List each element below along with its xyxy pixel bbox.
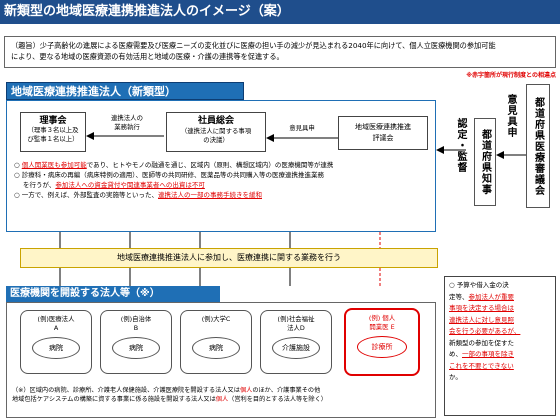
side-note-line7-a: め、	[449, 350, 462, 358]
org-e-label1: (例) 個人	[368, 314, 396, 322]
governor-box: 都道府県知事	[474, 118, 496, 206]
side-note-line8: これを不要とできない	[449, 361, 514, 370]
org-c-label2	[181, 324, 251, 333]
opinion-right-arrow-icon	[496, 151, 526, 159]
org-e-facility: 診療所	[357, 336, 407, 358]
corp-section-header: 地域医療連携推進法人（新類型）	[6, 82, 244, 100]
side-note-line1: ○ 予算や借入金の決	[449, 281, 509, 289]
org-a: (例)医療法人 A 病院	[20, 310, 92, 374]
footnote-line2: 地域包括ケアシステムの構築に資する事業に係る施設を開設する法人又は個人（営利を目…	[12, 395, 432, 404]
bullet-1-red: 個人開業医も参加可能	[21, 161, 87, 169]
connector-arrows	[59, 232, 381, 248]
opinion-label-right: 意見具申	[505, 94, 516, 138]
governor-label: 都道府県知事	[479, 129, 491, 195]
side-note-line6: 新類型の参加を促すた	[449, 338, 514, 347]
committee-line1: 地域医療連携推進	[355, 123, 411, 131]
exec-label-2: 業務執行	[114, 122, 140, 131]
bullet-3: ○ 一方で、例えば、外部監査の実施等といった、連携法人の一部の事務手続きを緩和	[14, 191, 262, 199]
bullet-2: ○ 診療科・病床の再編（病床特例の適用）、医師等の共同研修、医薬品等の共同購入等…	[14, 171, 324, 179]
org-c: (例)大学C 病院	[180, 310, 252, 374]
side-note-line9: か。	[449, 373, 462, 381]
footnote-b: 個人	[239, 387, 253, 394]
org-d-facility: 介護施設	[272, 337, 320, 359]
side-note-line5: 会を行う必要があるが、	[449, 327, 521, 335]
board-box: 理事会 （理事３名以上及 び監事１名以上）	[20, 112, 86, 152]
side-note-line2: 定等、参加法人が重要	[449, 292, 551, 304]
exec-arrow-label: 連携法人の 業務執行	[92, 114, 162, 131]
board-line2: び監事１名以上）	[27, 134, 79, 143]
certification-arrow-icon	[436, 146, 466, 154]
bullet-3-a: 一方で、例えば、外部監査の実施等といった、	[21, 191, 158, 199]
purpose-line1: 少子高齢化の進展による医療需要及び医療ニーズの変化並びに医療の担い手の減少が見込…	[39, 41, 496, 50]
side-note: ○ 予算や借入金の決 定等、参加法人が重要 事項を決定する場合は 連携法人に対し…	[444, 276, 556, 416]
bullet-1-rest: であり、ヒトやモノの融通を通じ、区域内（原則、構想区域内）の医療機関等が連携	[86, 161, 334, 169]
org-a-label2: A	[53, 324, 59, 332]
org-b-label2: B	[133, 324, 139, 332]
footnote-d: 地域包括ケアシステムの構築に資する事業に係る施設を開設する法人又は	[12, 396, 216, 403]
council-label: 都道府県医療審議会	[532, 96, 544, 196]
opinion-label-corp: 意見具申	[289, 124, 315, 132]
general-meeting-line2: の決議）	[203, 135, 229, 144]
org-d-label2: 法人D	[287, 324, 305, 332]
bullet-2-cont: を行うが、参加法人への資金貸付や関連事業者への出資は不可	[14, 180, 432, 190]
bullet-1: ○ 個人開業医も参加可能であり、ヒトやモノの融通を通じ、区域内（原則、構想区域内…	[14, 161, 334, 169]
side-note-line3: 事項を決定する場合は	[449, 304, 514, 312]
bullet-2-a: 診療科・病床の再編（病床特例の適用）、医師等の共同研修、医薬品等の共同購入等の医…	[21, 171, 324, 179]
exec-label-1: 連携法人の	[111, 114, 143, 122]
purpose-box: （趣旨）少子高齢化の進展による医療需要及び医療ニーズの変化並びに医療の担い手の減…	[4, 36, 556, 68]
org-e-label2: 開業医 E	[369, 323, 395, 331]
general-meeting-box: 社員総会 （連携法人に関する事項 の決議）	[166, 112, 266, 152]
exec-arrow-icon	[86, 132, 164, 140]
purpose-line2: により、更なる地域の医療資源の有効活用と地域の医療・介護の連携等を促進する。	[11, 52, 284, 61]
org-c-facility: 病院	[192, 337, 240, 359]
side-note-line7: め、一部の事項を除き	[449, 349, 551, 361]
footnote-a: （※）区域内の病院、診療所、介護老人保健施設、介護医療院を開設する法人又は	[12, 387, 240, 394]
org-b-facility: 病院	[112, 337, 160, 359]
side-note-line4: 連携法人に対し意見照	[449, 315, 514, 324]
side-note-line2-a: 定等、	[449, 292, 469, 301]
purpose-label: （趣旨）	[11, 41, 40, 50]
org-c-label1: (例)大学C	[201, 315, 231, 323]
certification-label: 認定・監督	[455, 118, 466, 173]
committee-box: 地域医療連携推進 評議会	[338, 116, 428, 150]
footnote-line1: （※）区域内の病院、診療所、介護老人保健施設、介護医療院を開設する法人又は個人の…	[12, 386, 432, 395]
footnote-f: （営利を目的とする法人等を除く）	[228, 396, 327, 403]
side-note-line7-red: 一部の事項を除き	[462, 350, 514, 358]
board-title: 理事会	[39, 116, 67, 126]
connector-arrows-2	[59, 268, 381, 286]
council-box: 都道府県医療審議会	[526, 84, 550, 208]
general-meeting-title: 社員総会	[197, 116, 234, 126]
side-note-line2-red: 参加法人が重要	[468, 292, 515, 301]
red-note: ※赤字箇所が現行制度との相違点	[466, 72, 556, 79]
committee-line2: 評議会	[372, 134, 394, 142]
org-b-label1: (例)自治体	[120, 315, 152, 323]
bullets: ○ 個人開業医も参加可能であり、ヒトやモノの融通を通じ、区域内（原則、構想区域内…	[14, 160, 432, 200]
org-e: (例) 個人 開業医 E 診療所	[344, 308, 420, 376]
business-bar: 地域医療連携推進法人に参加し、医療連携に関する業務を行う	[20, 248, 438, 268]
member-section-frame	[6, 302, 436, 418]
member-section-header: 医療機関を開設する法人等（※）	[6, 286, 220, 302]
footnote-c: のほか、介護事業その他	[252, 387, 321, 394]
bullet-2-red: 参加法人への資金貸付や関連事業者への出資は不可	[55, 181, 205, 189]
org-a-facility: 病院	[32, 337, 80, 359]
org-d: (例)社会福祉 法人D 介護施設	[260, 310, 332, 374]
opinion-arrow-icon	[266, 134, 338, 142]
bullet-2-b: を行うが、	[23, 181, 56, 189]
org-d-label1: (例)社会福祉	[277, 315, 315, 323]
footnote-e: 個人	[215, 396, 229, 403]
org-b: (例)自治体 B 病院	[100, 310, 172, 374]
board-line1: （理事３名以上及	[27, 126, 79, 134]
general-meeting-line1: （連携法人に関する事項	[180, 127, 252, 135]
bullet-3-red: 連携法人の一部の事務手続きを緩和	[158, 191, 262, 199]
footnote: （※）区域内の病院、診療所、介護老人保健施設、介護医療院を開設する法人又は個人の…	[12, 386, 432, 404]
org-a-label1: (例)医療法人	[37, 315, 75, 323]
corp-section-frame	[6, 100, 436, 232]
page-title: 新類型の地域医療連携推進法人のイメージ（案）	[0, 0, 560, 24]
